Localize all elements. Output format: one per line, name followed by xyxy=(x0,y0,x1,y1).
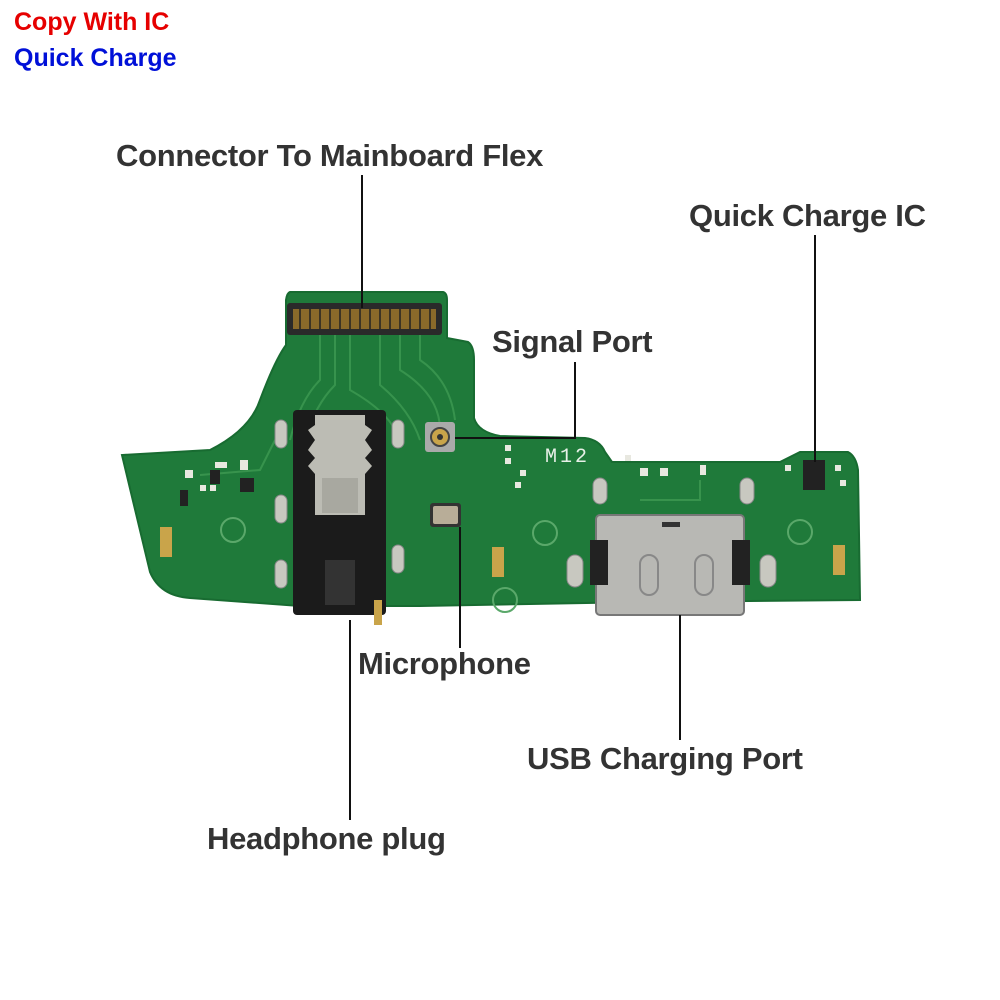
label-signal-port: Signal Port xyxy=(492,324,653,359)
copy-with-ic-badge: Copy With IC xyxy=(14,8,170,36)
usb-c-port xyxy=(590,514,750,616)
silkscreen-m12: M12 xyxy=(545,446,590,469)
microphone xyxy=(430,503,461,527)
label-headphone-plug: Headphone plug xyxy=(207,821,446,856)
label-quick-charge-ic: Quick Charge IC xyxy=(689,198,926,233)
quick-charge-ic xyxy=(803,460,825,490)
quick-charge-badge: Quick Charge xyxy=(14,44,177,72)
label-microphone: Microphone xyxy=(358,646,531,681)
label-usb-charging-port: USB Charging Port xyxy=(527,741,803,776)
leader-lines xyxy=(349,175,816,820)
headphone-jack xyxy=(293,410,386,625)
label-connector: Connector To Mainboard Flex xyxy=(116,138,544,173)
signal-port xyxy=(425,422,455,452)
